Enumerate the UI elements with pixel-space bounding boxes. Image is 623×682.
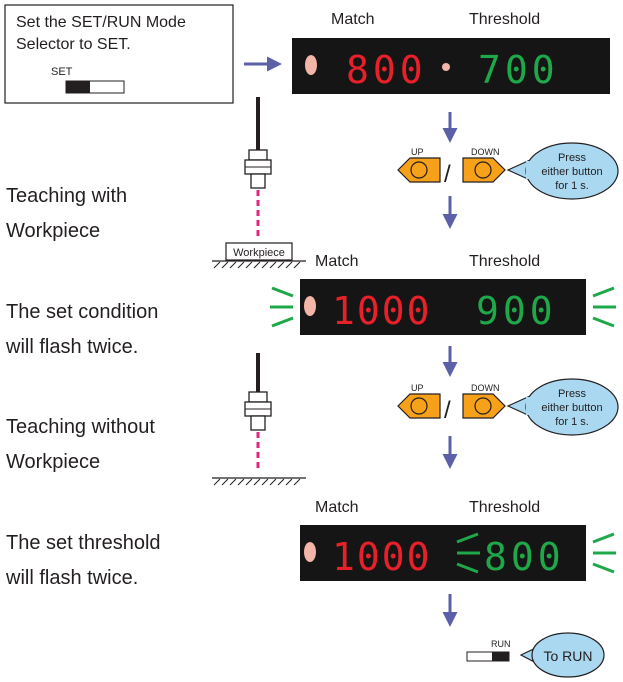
up-label: UP: [411, 147, 424, 157]
threshold-digits: 700: [478, 48, 559, 92]
set-run-switch-icon: [65, 80, 125, 94]
to-run-callout: To RUN: [519, 632, 605, 678]
down-button[interactable]: [462, 157, 506, 183]
callout-line-1: Press: [558, 388, 587, 400]
run-switch-label: RUN: [491, 639, 511, 649]
indicator-lamp-icon: [304, 542, 316, 562]
display-3: Match Threshold 1000 800: [300, 499, 616, 581]
flash-marks-mid-icon: [456, 532, 480, 574]
threshold-label: Threshold: [469, 11, 540, 28]
threshold-value: 700: [478, 48, 559, 92]
match-value: 1000: [332, 289, 432, 333]
set-switch-label: SET: [51, 66, 73, 78]
display-2: Match Threshold 1000 900: [270, 253, 616, 335]
match-digits: 800: [346, 48, 427, 92]
display-1: Match Threshold 800 700: [292, 11, 610, 94]
down-button-circle-icon: [474, 161, 492, 179]
flash-threshold-line-1: The set threshold: [6, 532, 161, 554]
instruction-line-2: Selector to SET.: [16, 36, 131, 53]
to-run-label: To RUN: [543, 648, 592, 664]
match-label: Match: [315, 499, 359, 516]
indicator-lamp-icon: [305, 55, 317, 75]
flash-marks-right-icon: [592, 286, 616, 328]
flash-marks-left-icon: [270, 286, 294, 328]
up-button[interactable]: [397, 393, 441, 419]
up-label: UP: [411, 383, 424, 393]
up-button-circle-icon: [410, 397, 428, 415]
ground-surface: [212, 477, 306, 486]
teach-with-line-2: Workpiece: [6, 220, 100, 242]
match-value: 800: [346, 48, 427, 92]
button-group-2: UP DOWN / Press either button for 1 s.: [397, 378, 619, 436]
match-value: 1000: [332, 535, 432, 579]
down-label: DOWN: [471, 383, 500, 393]
display-panel: [300, 525, 586, 581]
flash-condition-line-1: The set condition: [6, 301, 158, 323]
display-panel: [300, 279, 586, 335]
instruction-box: Set the SET/RUN Mode Selector to SET. SE…: [4, 4, 234, 104]
callout-line-1: Press: [558, 152, 587, 164]
sensor-head-2: [244, 353, 272, 472]
match-label: Match: [315, 253, 359, 270]
sensor-head-1: [244, 97, 272, 240]
flash-threshold-line-2: will flash twice.: [5, 567, 138, 589]
display-panel: [292, 38, 610, 94]
press-callout: Press either button for 1 s.: [506, 378, 619, 436]
callout-line-3: for 1 s.: [555, 180, 589, 192]
teach-without-line-2: Workpiece: [6, 451, 100, 473]
run-group: RUN To RUN: [466, 632, 605, 678]
threshold-label: Threshold: [469, 499, 540, 516]
up-button-circle-icon: [410, 161, 428, 179]
indicator-dot-icon: [442, 63, 450, 71]
down-button-circle-icon: [474, 397, 492, 415]
callout-line-2: either button: [541, 402, 602, 414]
up-button[interactable]: [397, 157, 441, 183]
down-label: DOWN: [471, 147, 500, 157]
flash-condition-line-2: will flash twice.: [5, 336, 138, 358]
press-callout: Press either button for 1 s.: [506, 142, 619, 200]
slash-separator: /: [444, 397, 451, 424]
button-group-1: UP DOWN / Press either button for 1 s.: [397, 142, 619, 200]
workpiece-block: Workpiece: [212, 242, 306, 269]
threshold-value: 900: [476, 289, 557, 333]
teach-with-line-1: Teaching with: [6, 185, 127, 207]
workpiece-label: Workpiece: [233, 247, 285, 259]
run-switch-icon[interactable]: [466, 651, 510, 662]
match-label: Match: [331, 11, 375, 28]
threshold-value: 800: [484, 535, 565, 579]
slash-separator: /: [444, 161, 451, 188]
callout-line-3: for 1 s.: [555, 416, 589, 428]
flash-marks-right-icon: [592, 532, 616, 574]
threshold-label: Threshold: [469, 253, 540, 270]
teach-without-line-1: Teaching without: [6, 416, 155, 438]
down-button[interactable]: [462, 393, 506, 419]
indicator-lamp-icon: [304, 296, 316, 316]
instruction-line-1: Set the SET/RUN Mode: [16, 14, 186, 31]
callout-line-2: either button: [541, 166, 602, 178]
